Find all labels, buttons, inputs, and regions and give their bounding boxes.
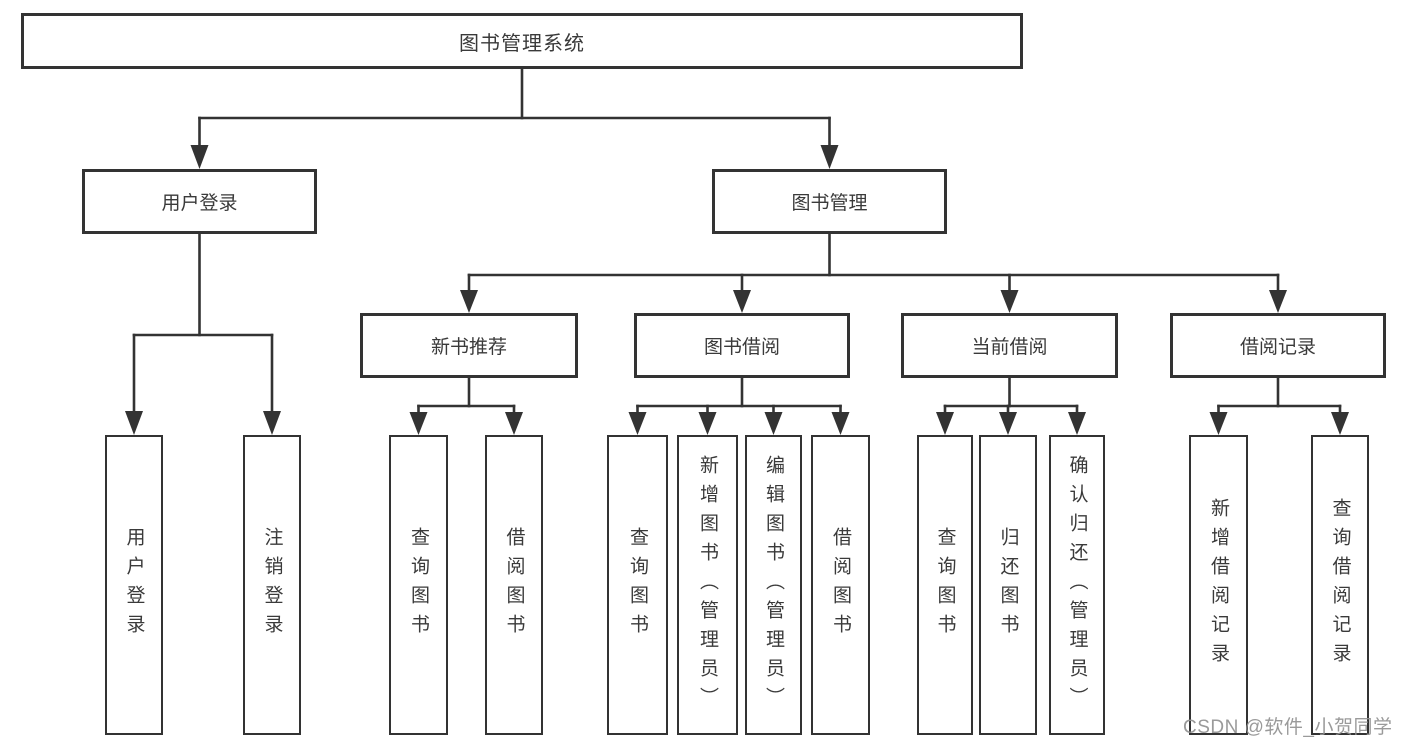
node-root-library-system: 图书管理系统 [21, 13, 1023, 69]
connector-root-to-level2 [190, 66, 839, 169]
node-new-book-recommend: 新书推荐 [360, 313, 578, 378]
node-label: 查询图书 [408, 527, 429, 643]
node-current-borrowing: 当前借阅 [901, 313, 1118, 378]
node-label: 归还图书 [997, 527, 1019, 643]
leaf-confirm-return-admin: 确认归还（管理员） [1049, 435, 1105, 735]
node-label: 借阅记录 [1239, 337, 1316, 358]
leaf-add-book-admin: 新增图书（管理员） [677, 435, 738, 735]
connector-current-children [936, 376, 1086, 435]
node-label: 确认归还（管理员） [1066, 454, 1088, 716]
node-label: 用户登录 [123, 527, 145, 643]
connector-user-login-children [125, 232, 281, 435]
node-label: 图书管理 [791, 193, 868, 214]
leaf-query-borrow-record: 查询借阅记录 [1311, 435, 1369, 735]
node-label: 新增借阅记录 [1208, 498, 1229, 672]
connector-book-mgmt-to-level3 [460, 232, 1287, 313]
node-label: 借阅图书 [503, 527, 525, 643]
node-user-login: 用户登录 [82, 169, 317, 234]
csdn-watermark: CSDN @软件_小贺同学 [1183, 717, 1393, 738]
node-label: 编辑图书（管理员） [763, 454, 784, 716]
node-label: 图书借阅 [703, 337, 780, 358]
node-label: 新增图书（管理员） [697, 454, 718, 716]
connector-borrow-children [628, 376, 850, 435]
node-label: 借阅图书 [830, 527, 851, 643]
node-book-borrowing: 图书借阅 [634, 313, 850, 378]
leaf-query-books-rec: 查询图书 [389, 435, 448, 735]
node-label: 图书管理系统 [459, 32, 585, 55]
node-label: 注销登录 [261, 527, 283, 643]
leaf-query-books-borrow: 查询图书 [607, 435, 668, 735]
connector-new-rec-children [409, 376, 523, 435]
node-label: 查询图书 [627, 527, 648, 643]
leaf-borrow-books: 借阅图书 [811, 435, 870, 735]
node-label: 查询借阅记录 [1329, 498, 1351, 672]
connector-records-children [1209, 376, 1349, 435]
leaf-add-borrow-record: 新增借阅记录 [1189, 435, 1248, 735]
leaf-logout: 注销登录 [243, 435, 301, 735]
node-borrowing-records: 借阅记录 [1170, 313, 1386, 378]
leaf-user-login: 用户登录 [105, 435, 163, 735]
leaf-return-book: 归还图书 [979, 435, 1037, 735]
node-label: 查询图书 [934, 527, 956, 643]
leaf-edit-book-admin: 编辑图书（管理员） [745, 435, 802, 735]
node-label: 用户登录 [161, 193, 238, 214]
node-label: 当前借阅 [971, 337, 1048, 358]
node-label: 新书推荐 [430, 337, 507, 358]
leaf-query-books-current: 查询图书 [917, 435, 973, 735]
leaf-borrow-books-rec: 借阅图书 [485, 435, 543, 735]
node-book-management: 图书管理 [712, 169, 947, 234]
